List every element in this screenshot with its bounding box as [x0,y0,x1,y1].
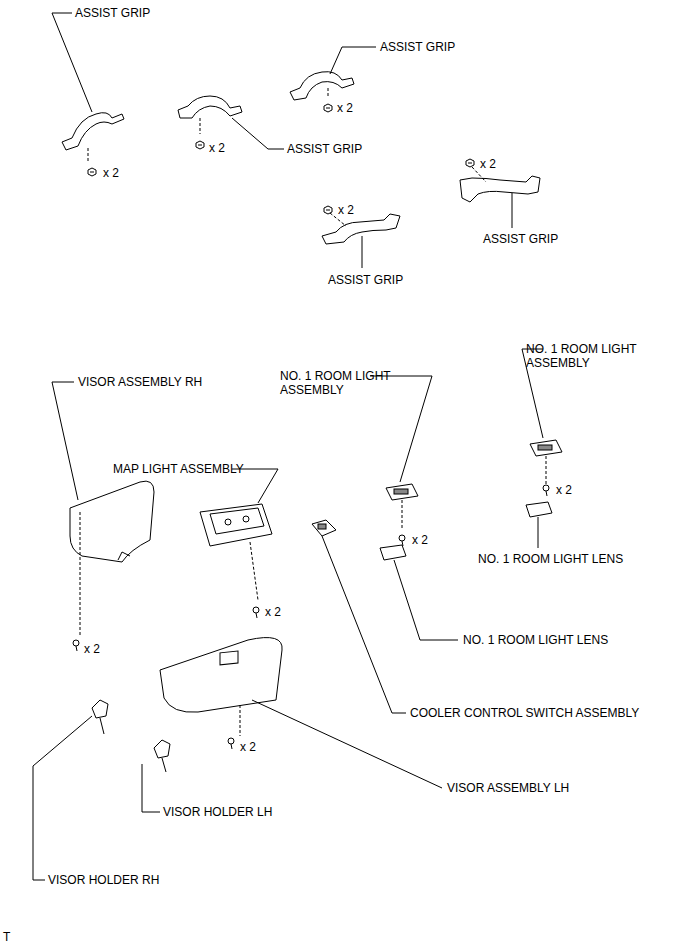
part-label: VISOR HOLDER RH [48,873,159,887]
quantity-label: x 2 [480,157,496,171]
part-label: VISOR HOLDER LH [163,805,272,819]
quantity-label: x 2 [265,605,281,619]
part-label: NO. 1 ROOM LIGHT ASSEMBLY [280,369,392,397]
part-label: ASSIST GRIP [483,232,558,246]
quantity-label: x 2 [84,642,100,656]
quantity-label: x 2 [556,483,572,497]
quantity-label: x 2 [240,740,256,754]
quantity-label: x 2 [103,166,119,180]
quantity-label: x 2 [209,141,225,155]
part-label: COOLER CONTROL SWITCH ASSEMBLY [410,706,639,720]
part-label: NO. 1 ROOM LIGHT ASSEMBLY [526,342,638,370]
part-label: MAP LIGHT ASSEMBLY [113,462,244,476]
part-label: VISOR ASSEMBLY LH [447,781,569,795]
part-label: VISOR ASSEMBLY RH [78,375,202,389]
quantity-label: x 2 [338,203,354,217]
quantity-label: x 2 [337,101,353,115]
figure-code: T [3,930,10,944]
part-label: ASSIST GRIP [75,6,150,20]
part-label: ASSIST GRIP [380,40,455,54]
part-label: ASSIST GRIP [287,142,362,156]
quantity-label: x 2 [412,533,428,547]
part-label: NO. 1 ROOM LIGHT LENS [463,633,608,647]
part-label: NO. 1 ROOM LIGHT LENS [478,552,623,566]
part-label: ASSIST GRIP [328,273,403,287]
